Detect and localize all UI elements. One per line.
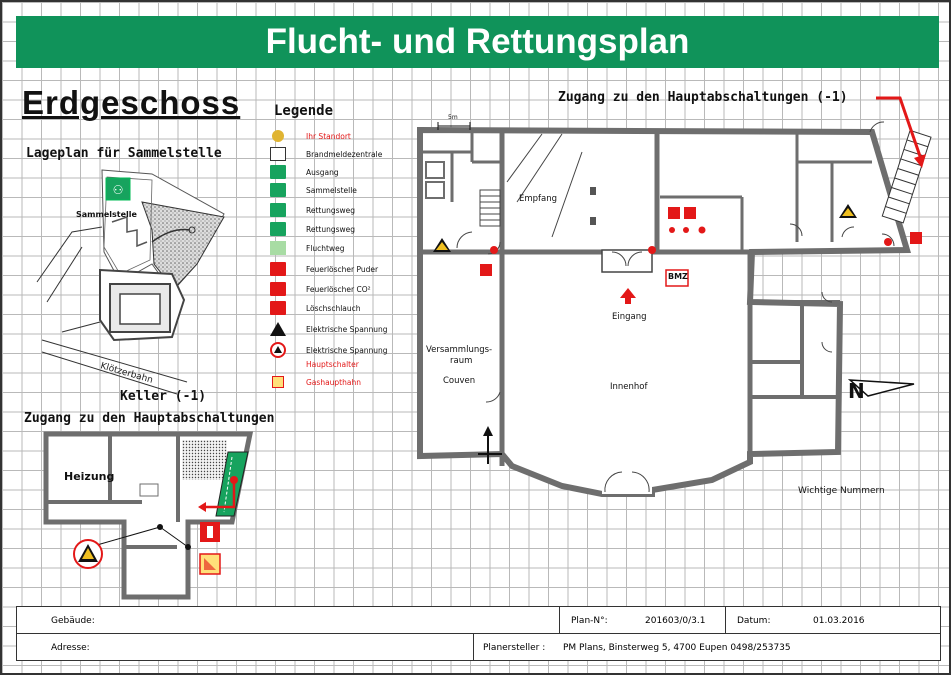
site-plan: ⚇ Klötzerbahn Sammelstelle xyxy=(36,169,225,395)
bmz-label: BMZ xyxy=(668,272,688,281)
legend-item: Feuerlöscher CO² xyxy=(270,281,371,297)
exit-door-icon xyxy=(270,165,286,179)
room-versammlungsraum-2: raum xyxy=(450,356,473,366)
main-switch-icon xyxy=(270,342,286,358)
room-empfang: Empfang xyxy=(519,194,558,204)
escape-arrow-icon xyxy=(270,241,286,255)
co2-extinguisher-icon xyxy=(270,282,286,296)
voltage-warning-icon xyxy=(270,322,286,336)
important-numbers: Wichtige Nummern xyxy=(798,486,885,496)
address-label: Adresse: xyxy=(51,642,90,653)
legend-item: Brandmeldezentrale xyxy=(270,146,382,162)
legend-item: Rettungsweg xyxy=(270,202,355,218)
room-innenhof: Innenhof xyxy=(610,382,648,392)
info-table: Gebäude: Plan-N°: 201603/0/3.1 Datum: 01… xyxy=(16,606,941,661)
planner-value: PM Plans, Binsterweg 5, 4700 Eupen 0498/… xyxy=(563,642,791,653)
lageplan-title: Lageplan für Sammelstelle xyxy=(26,146,222,161)
legend-item: Elektrische Spannung xyxy=(270,342,388,358)
access-note: Zugang zu den Hauptabschaltungen (-1) xyxy=(558,90,848,105)
room-versammlungsraum-1: Versammlungs- xyxy=(426,345,493,355)
legend-item: Feuerlöscher Puder xyxy=(270,261,378,277)
legend-item: Löschschlauch xyxy=(270,300,361,316)
legend-item: Ausgang xyxy=(270,164,339,180)
building-label: Gebäude: xyxy=(51,615,95,626)
main-floor-plan: N xyxy=(417,96,932,497)
floor-title: Erdgeschoss xyxy=(22,84,241,121)
legend-item: Elektrische Spannung xyxy=(270,321,388,337)
legend-item: Hauptschalter xyxy=(306,359,359,369)
entrance-label: Eingang xyxy=(612,312,647,322)
powder-extinguisher-icon xyxy=(270,262,286,276)
gas-valve-icon xyxy=(272,376,284,388)
legend-item: Rettungsweg xyxy=(270,221,355,237)
legend-item: Fluchtweg xyxy=(270,240,344,256)
date-label: Datum: xyxy=(737,615,771,626)
bmz-icon xyxy=(270,147,286,161)
assembly-point-icon xyxy=(270,183,286,197)
standort-dot-icon xyxy=(272,130,284,142)
svg-text:N: N xyxy=(848,379,865,403)
scale-label: 5m xyxy=(448,114,458,121)
basement-plan xyxy=(43,431,254,600)
date-value: 01.03.2016 xyxy=(813,615,865,626)
legend-item: Sammelstelle xyxy=(270,182,357,198)
info-row: Adresse: Planersteller : PM Plans, Binst… xyxy=(17,634,940,661)
room-heizung: Heizung xyxy=(64,470,114,483)
fire-hose-icon xyxy=(270,301,286,315)
plan-title: Flucht- und Rettungsplan xyxy=(16,16,939,68)
plan-number-label: Plan-N°: xyxy=(571,615,608,626)
sammelstelle-label: Sammelstelle xyxy=(76,210,137,219)
keller-subtitle: Zugang zu den Hauptabschaltungen xyxy=(24,411,275,426)
plan-number-value: 201603/0/3.1 xyxy=(645,615,706,626)
legend-title: Legende xyxy=(274,103,334,119)
assembly-point-icon: ⚇ xyxy=(113,183,124,197)
info-row: Gebäude: Plan-N°: 201603/0/3.1 Datum: 01… xyxy=(17,607,940,634)
room-couven: Couven xyxy=(443,376,476,386)
legend-item: Ihr Standort xyxy=(270,128,351,144)
escape-route-left-icon xyxy=(270,203,286,217)
legend-item: Gashaupthahn xyxy=(270,374,361,390)
keller-title: Keller (-1) xyxy=(120,389,207,404)
escape-route-right-icon xyxy=(270,222,286,236)
planner-label: Planersteller : xyxy=(483,642,546,653)
